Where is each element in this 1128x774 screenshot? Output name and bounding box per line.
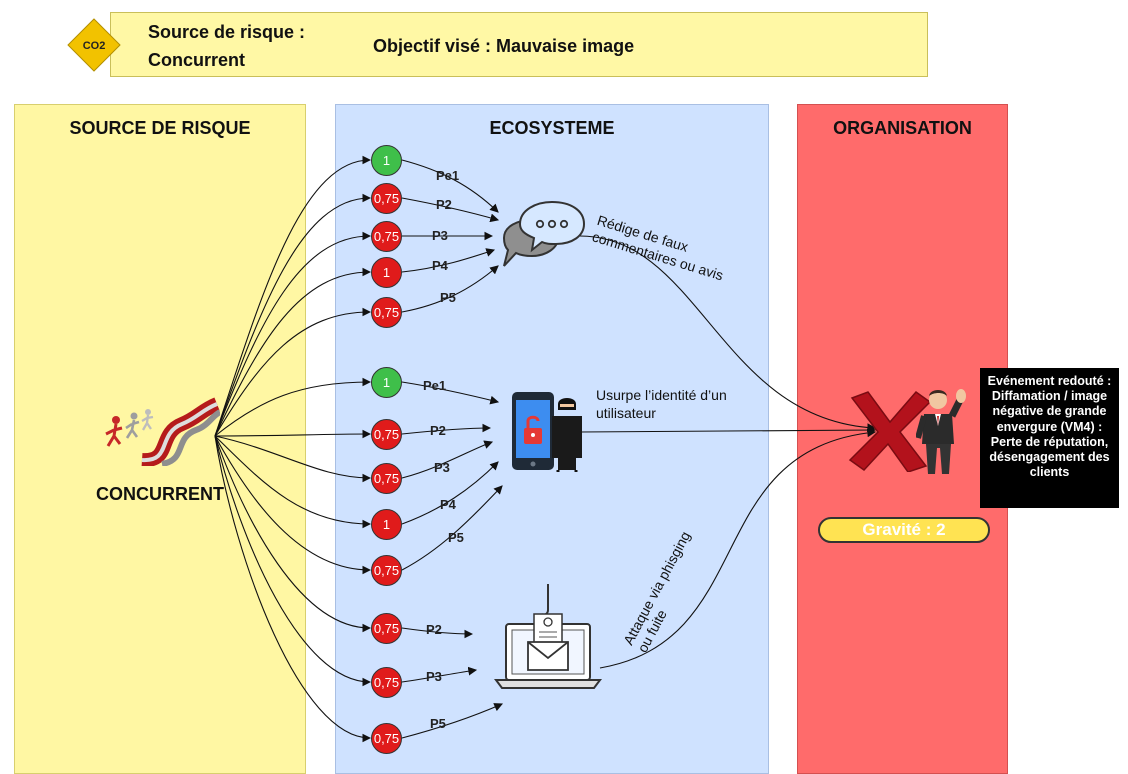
path-label: P3: [432, 228, 448, 243]
path-label: P3: [426, 669, 442, 684]
warning-diamond-icon: CO2: [67, 18, 121, 72]
path-label: P5: [440, 290, 456, 305]
likelihood-node: 1: [371, 257, 402, 288]
businessman-icon: [916, 389, 966, 474]
risk-code: CO2: [83, 40, 106, 52]
path-label: P2: [426, 622, 442, 637]
likelihood-node: 1: [371, 145, 402, 176]
path-label: Pe1: [436, 168, 460, 183]
path-label: P4: [432, 258, 448, 273]
path-label: P2: [430, 423, 446, 438]
organisation-column-title: ORGANISATION: [833, 118, 972, 138]
path-label: P2: [436, 197, 452, 212]
likelihood-node: 0,75: [371, 723, 402, 754]
chat-bubbles-icon: [502, 200, 586, 267]
likelihood-node: 0,75: [371, 463, 402, 494]
likelihood-node: 0,75: [371, 613, 402, 644]
path-label: P4: [440, 497, 456, 512]
action-identity: Usurpe l’identité d’un utilisateur: [596, 387, 727, 421]
source-title-line2: Concurrent: [148, 50, 246, 70]
header-banner: [110, 12, 928, 77]
path-label: Pe1: [423, 378, 447, 393]
gravity-badge: Gravité : 2: [818, 517, 990, 543]
path-label: P5: [430, 716, 446, 731]
likelihood-node: 1: [371, 367, 402, 398]
runner-icon: [105, 397, 220, 466]
path-label: P3: [434, 460, 450, 475]
likelihood-node: 0,75: [371, 221, 402, 252]
likelihood-node: 0,75: [371, 667, 402, 698]
red-x-icon: [848, 390, 932, 472]
source-title-line1: Source de risque :: [148, 22, 306, 42]
source-column-title: SOURCE DE RISQUE: [69, 118, 251, 138]
path-label: P5: [448, 530, 464, 545]
likelihood-node: 0,75: [371, 419, 402, 450]
likelihood-node: 0,75: [371, 555, 402, 586]
likelihood-node: 0,75: [371, 183, 402, 214]
ecosystem-column-title: ECOSYSTEME: [489, 118, 615, 138]
laptop-phishing-icon: [494, 584, 602, 689]
objective-title: Objectif visé : Mauvaise image: [373, 36, 635, 56]
feared-event-box: Evénement redouté : Diffamation / image …: [980, 368, 1119, 508]
source-label: CONCURRENT: [96, 484, 224, 504]
likelihood-node: 1: [371, 509, 402, 540]
likelihood-node: 0,75: [371, 297, 402, 328]
phone-hacker-icon: [512, 392, 582, 472]
